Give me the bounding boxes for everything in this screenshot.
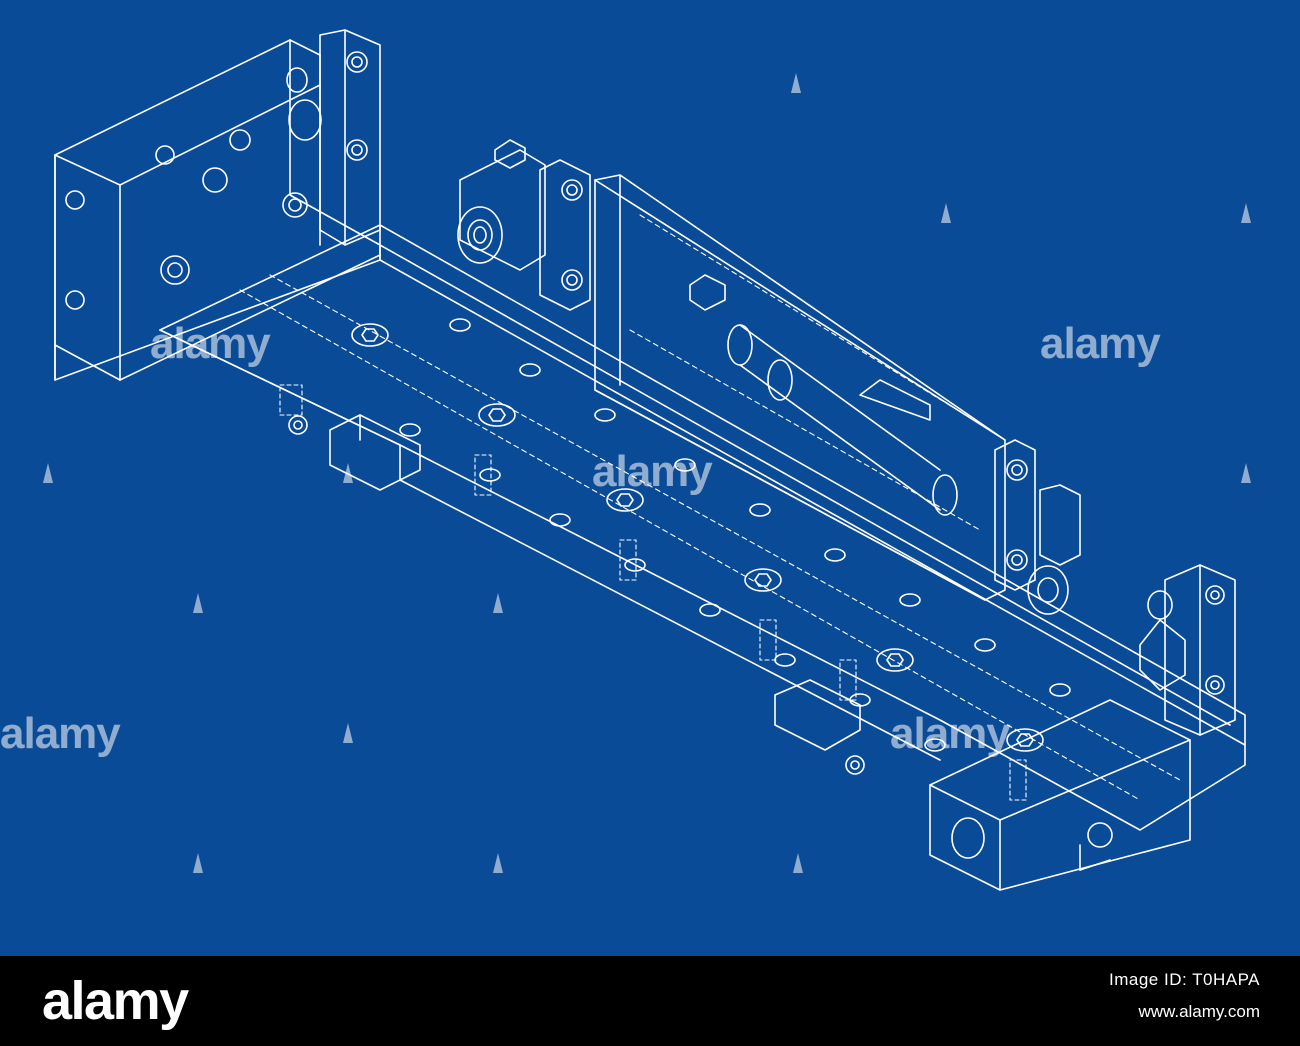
watermark-text: alamy [1040,319,1161,368]
blueprint-canvas: alamy alamy alamy alamy alamy [0,0,1300,956]
watermark-mark [1241,463,1251,483]
watermark-mark [793,853,803,873]
slide-front-plate [457,139,591,311]
watermark-mark [193,853,203,873]
watermark-mark [1241,203,1251,223]
watermark-mark [343,723,353,743]
slide-unit [594,174,1006,601]
watermark-text: alamy [890,709,1011,758]
watermark-mark [941,203,951,223]
footer-url: www.alamy.com [1138,1002,1260,1021]
footer-bar: alamy Image ID: T0HAPA www.alamy.com [0,956,1300,1046]
main-rail [159,224,1246,831]
watermark-mark [343,463,353,483]
watermark-mark [493,853,503,873]
slide-rear-plate [994,439,1081,615]
footer-image-id: Image ID: T0HAPA [1109,970,1260,989]
watermark-text: alamy [0,709,121,758]
left-end-block [54,39,381,381]
watermark-mark [193,593,203,613]
rail-bolts [351,323,1044,752]
left-under-bracket [288,414,421,491]
rail-holes [399,318,1071,752]
left-end-plate [160,29,381,285]
right-end-plate [1139,564,1236,736]
watermark-text: alamy [592,447,713,496]
mechanical-part-wireframe [54,29,1246,891]
watermark-mark [493,593,503,613]
rail-pins [279,384,1027,801]
footer-logo: alamy [42,971,189,1031]
watermark-text: alamy [150,319,271,368]
watermark-mark [791,73,801,93]
right-under-bracket [774,679,865,775]
watermark-mark [43,463,53,483]
right-end-block [929,699,1191,891]
